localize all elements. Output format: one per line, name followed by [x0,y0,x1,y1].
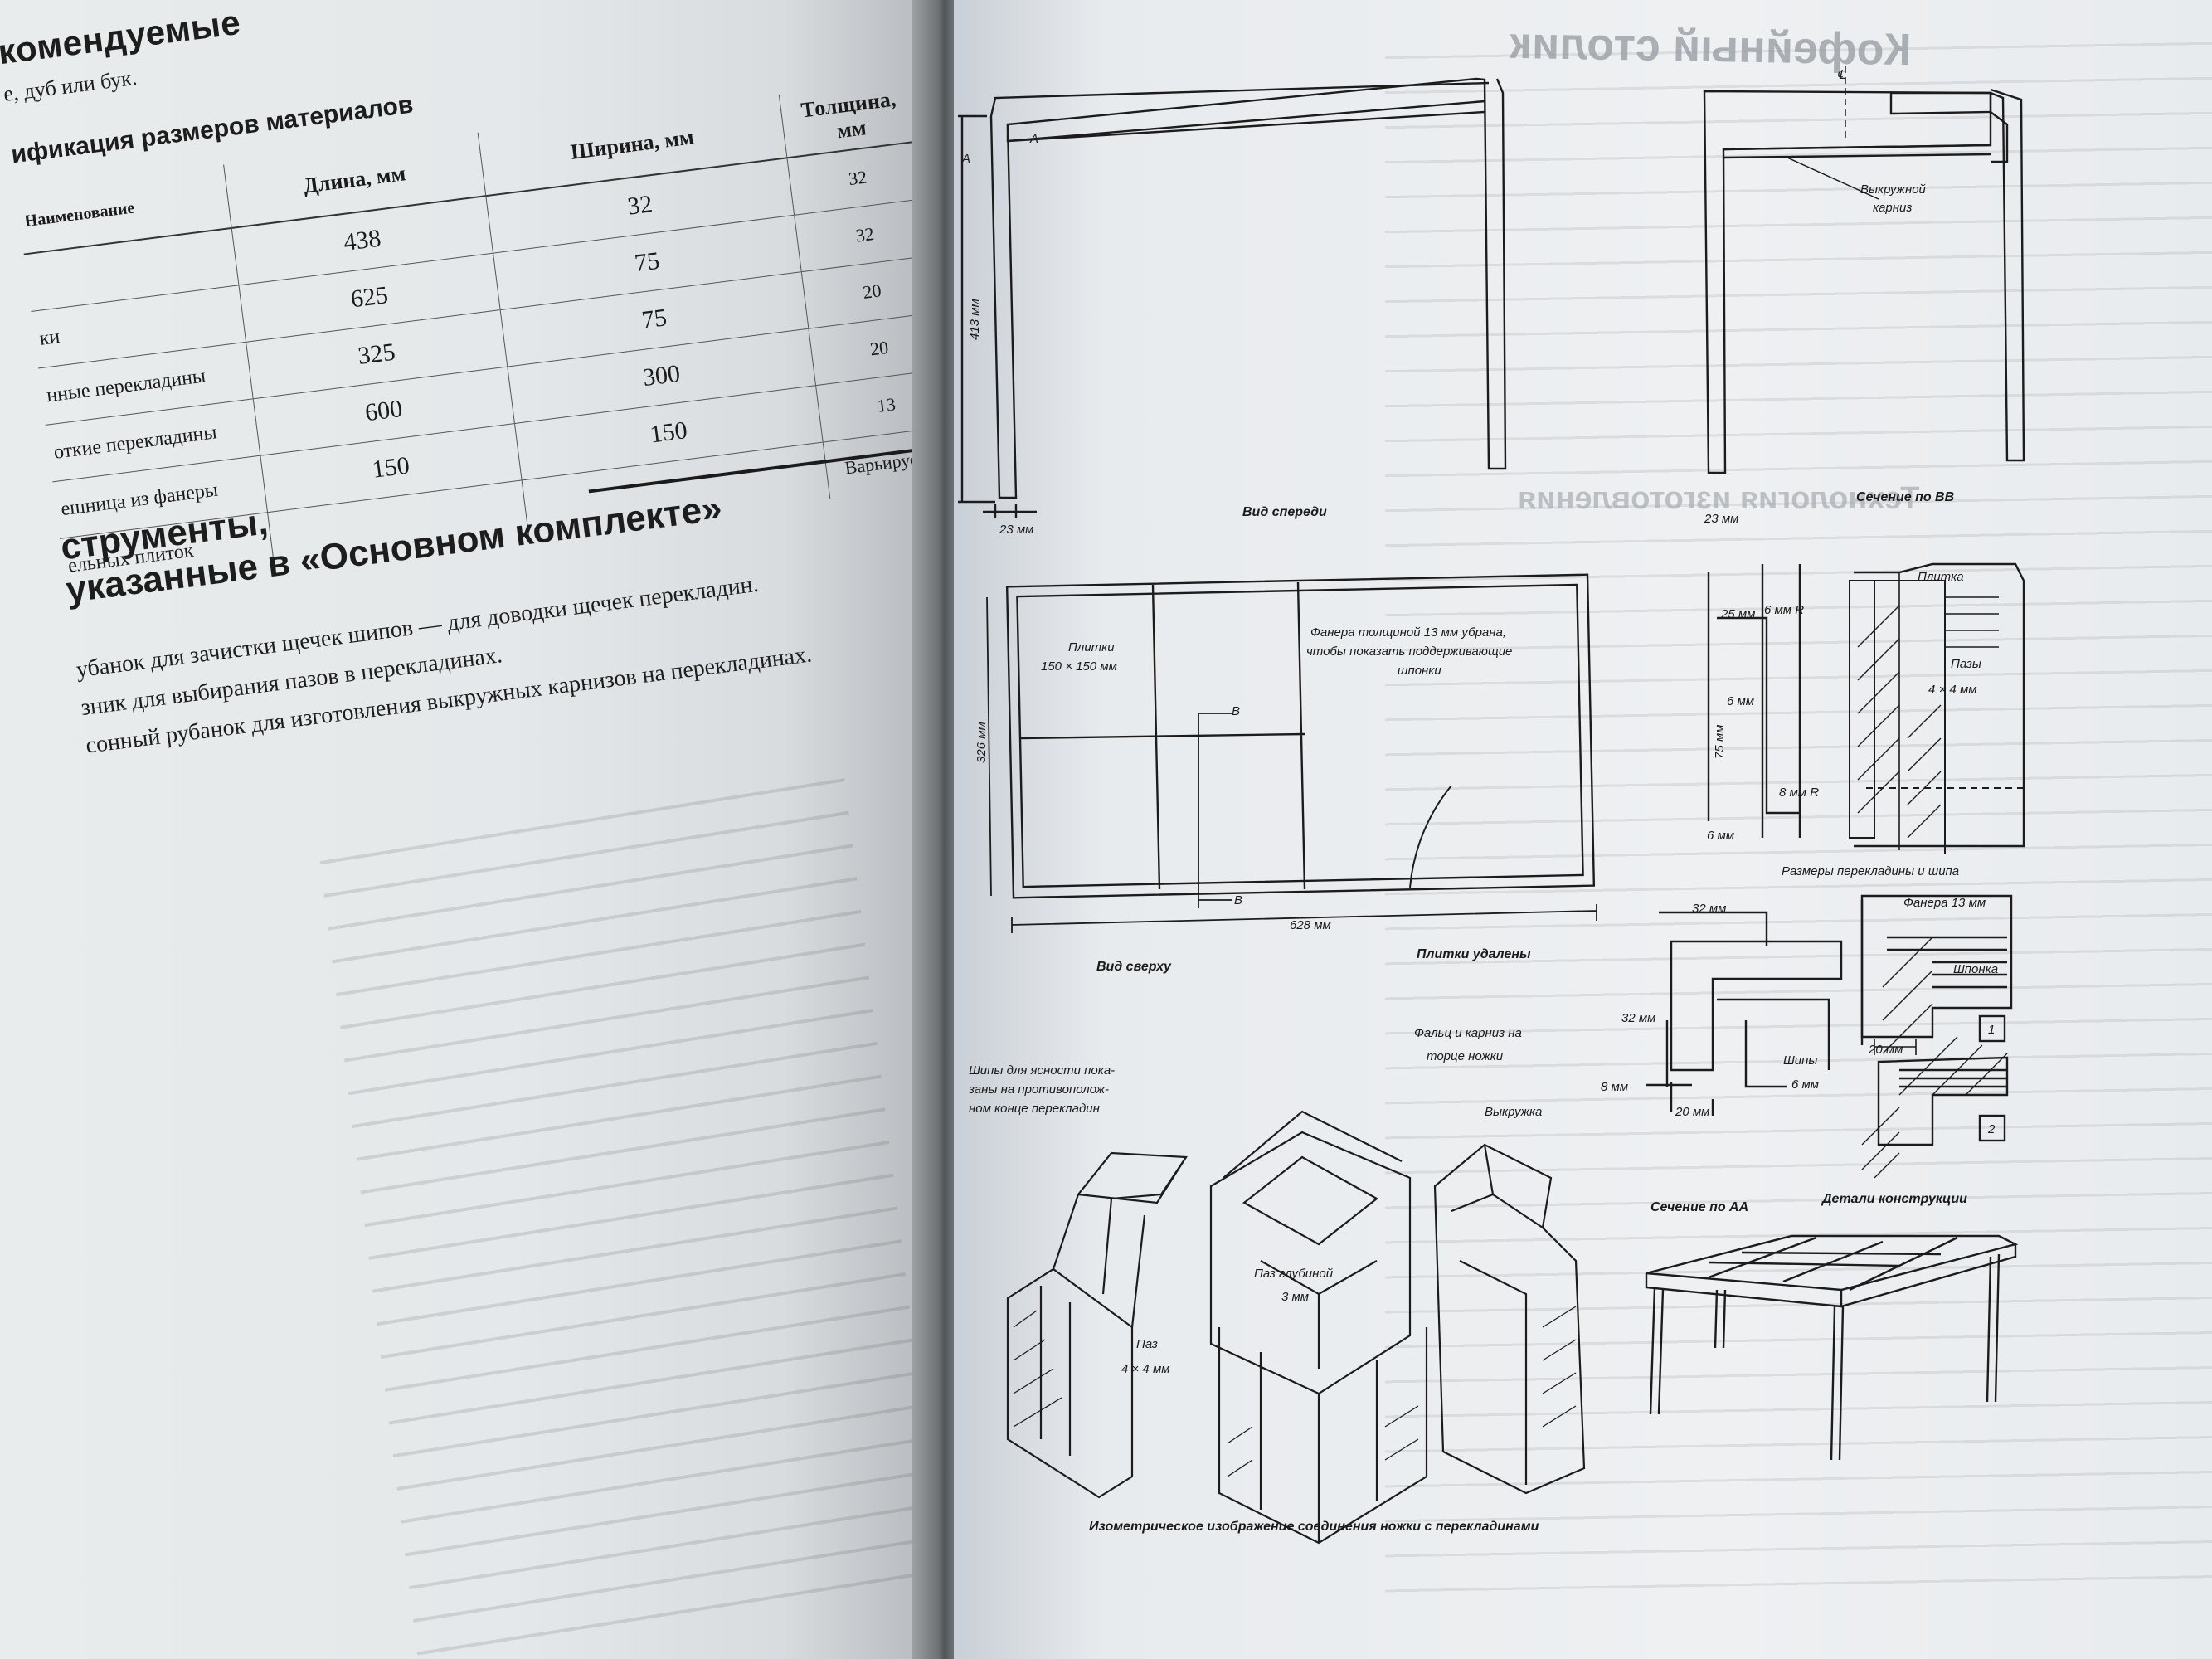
section-bb-labels: ℄ Выкружной карниз 23 мм Сечение по ВВ [1704,68,1954,526]
dim-8: 8 мм [1601,1080,1628,1094]
rebate-label-1: Фальц и карниз на [1414,1026,1522,1040]
dim-32a: 32 мм [1692,902,1726,916]
construction-details-drawing [1860,894,2013,1146]
right-page [954,0,2212,1659]
tenons-label: Шипы [1783,1053,1817,1068]
top-view-labels: Плитки 150 × 150 мм Фанера толщиной 13 м… [975,625,1531,974]
section-aa-drawing [1646,911,1843,1116]
dim-23-section: 23 мм [1704,512,1738,526]
section-bb-caption: Сечение по ВВ [1856,490,1954,504]
plywood-note-2: чтобы показать поддерживающие [1306,645,1512,659]
rebate-label-2: торце ножки [1427,1049,1504,1063]
left-page: комендуемые е, дуб или бук. ификация раз… [0,0,921,1659]
dim-32b: 32 мм [1621,1011,1655,1025]
centerline-mark: ℄ [1837,68,1845,82]
plywood-13-label: Фанера 13 мм [1903,896,1986,910]
front-view-labels: A A 413 мм 23 мм Вид спереди [961,132,1327,537]
detail-2-label: 2 [1987,1122,1996,1136]
groove-depth-value: 3 мм [1281,1290,1309,1304]
hatch-lines [1857,605,2008,1179]
isometric-labels: Фальц и карниз на торце ножки Выкружка Ш… [968,1026,1542,1534]
detail-1-label: 1 [1988,1023,1995,1037]
front-view-drawing [958,77,1507,518]
table-perspective-drawing [1645,1234,2019,1461]
groove-size-label: 4 × 4 мм [1121,1362,1170,1376]
rail-tenon-caption: Размеры перекладины и шипа [1782,864,1959,878]
cove-label-2: карниз [1873,201,1912,215]
tenons-note-3: ном конце перекладин [969,1102,1100,1116]
construction-details-caption: Детали конструкции [1821,1192,1967,1206]
groove-depth-label: Паз глубиной [1254,1267,1334,1281]
dim-6b: 6 мм [1707,829,1734,843]
dim-23-front: 23 мм [999,523,1033,537]
isometric-hatch [1013,1306,1577,1477]
section-mark-b2: B [1234,893,1242,907]
key-label: Шпонка [1953,962,1998,976]
plywood-note-3: шпонки [1398,664,1441,678]
dim-20a: 20 мм [1675,1105,1709,1119]
groove-label: Паз [1136,1337,1158,1351]
tile-label: Плитка [1918,570,1964,584]
tenons-size-label: 6 мм [1791,1078,1819,1092]
tenons-note-1: Шипы для ясности пока- [969,1063,1115,1078]
dim-25: 25 мм [1720,607,1755,621]
section-bb-drawing [1703,66,2025,474]
dim-8r: 8 мм R [1779,786,1819,800]
tiles-size-label: 150 × 150 мм [1041,659,1117,674]
dim-628: 628 мм [1290,918,1331,932]
section-mark-a1: A [961,152,970,166]
construction-details-labels: Фанера 13 мм Шпонка 20 мм 1 2 Детали кон… [1821,896,1998,1206]
isometric-drawing [1006,1110,1586,1545]
section-aa-caption: Сечение по АА [1650,1200,1748,1214]
rail-tenon-labels: 25 мм 6 мм R 6 мм 75 мм 8 мм R 6 мм Плит… [1707,570,1981,878]
cove-short-label: Выкружка [1485,1105,1542,1119]
dim-413: 413 мм [968,299,982,340]
section-aa-labels: 32 мм 32 мм 8 мм 20 мм Шипы 6 мм Сечение… [1601,902,1819,1214]
tiles-removed-caption: Плитки удалены [1417,947,1531,961]
dim-75: 75 мм [1713,725,1727,759]
section-mark-b1: B [1232,704,1240,718]
dim-20b: 20 мм [1868,1043,1903,1057]
top-view-drawing [986,573,1597,933]
dim-326: 326 мм [975,722,989,763]
isometric-caption: Изометрическое изображение соединения но… [1089,1520,1539,1534]
tenons-note-2: заны на противополож- [968,1082,1109,1097]
rail-tenon-drawing [1707,562,2025,854]
grooves-label: Пазы [1951,657,1981,671]
plywood-note-1: Фанера толщиной 13 мм убрана, [1310,625,1506,640]
dim-6r: 6 мм R [1764,603,1804,617]
top-view-caption: Вид сверху [1096,960,1172,974]
grooves-size-label: 4 × 4 мм [1928,683,1977,697]
cove-label: Выкружной [1860,182,1927,197]
front-view-caption: Вид спереди [1242,505,1327,519]
section-mark-a2: A [1029,132,1038,146]
dim-6a: 6 мм [1727,694,1754,708]
tiles-label: Плитки [1068,640,1115,654]
